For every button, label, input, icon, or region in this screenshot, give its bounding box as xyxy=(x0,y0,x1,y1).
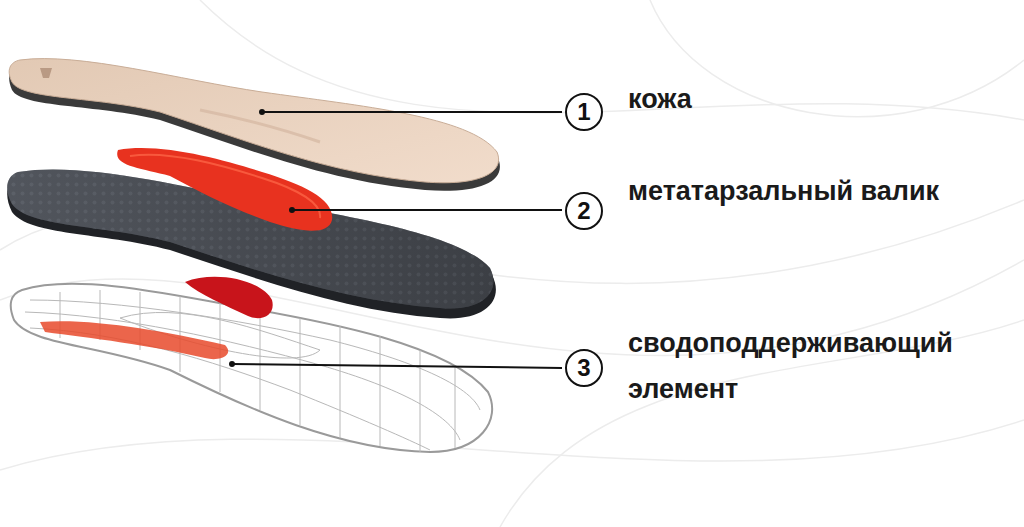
leader-line xyxy=(232,112,562,368)
callout-number: 1 xyxy=(577,100,590,124)
part-name: сводоподдерживающий элемент xyxy=(628,320,1008,412)
callout-circle: 1 xyxy=(565,93,603,131)
callout-number: 3 xyxy=(577,356,590,380)
leather-insole xyxy=(9,59,500,191)
callout-number: 2 xyxy=(577,199,590,223)
part-name: кожа xyxy=(628,76,988,122)
callout-circle: 3 xyxy=(565,349,603,387)
callout-circle: 2 xyxy=(565,192,603,230)
part-name: метатарзальный валик xyxy=(628,168,958,214)
